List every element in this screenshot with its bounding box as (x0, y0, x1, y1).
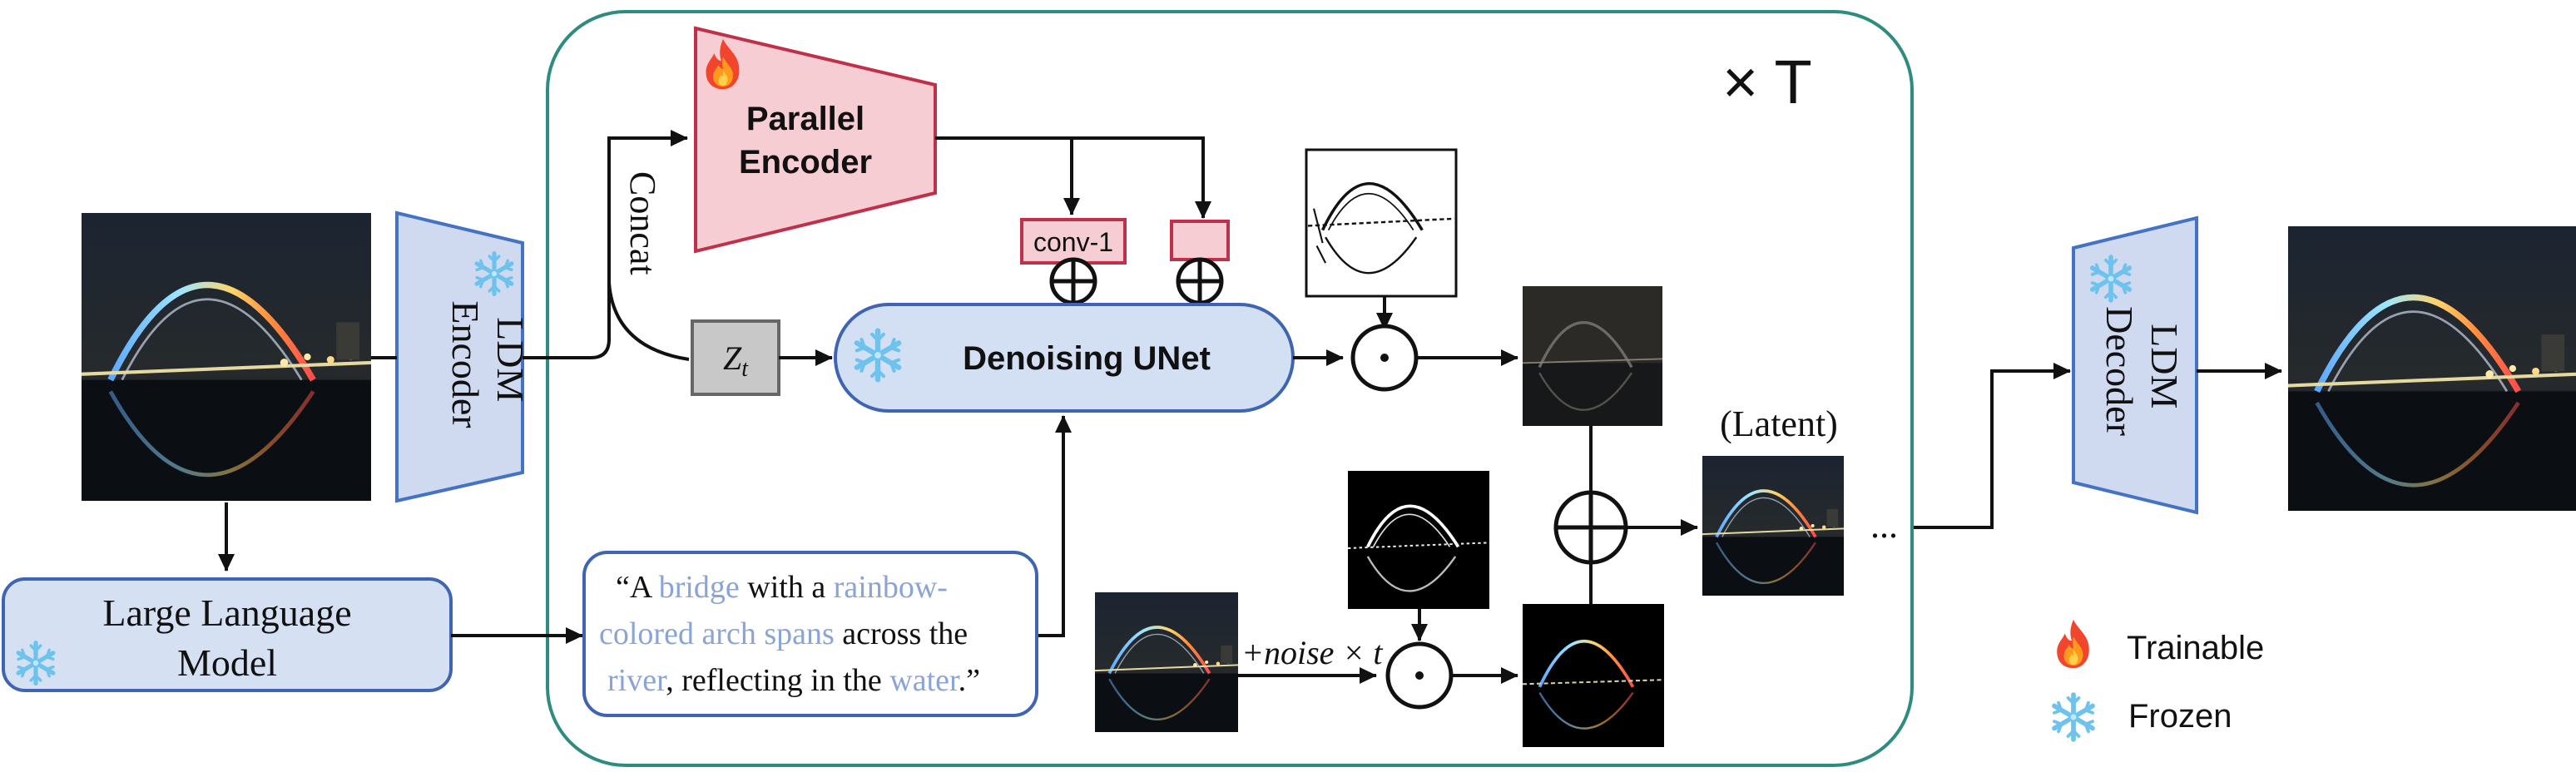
prompt-line2: colored arch spans across the (599, 616, 968, 651)
latent-label: (Latent) (1720, 403, 1838, 444)
noisy-input-image (1095, 592, 1238, 732)
ldm-encoder-trapezoid (395, 210, 524, 503)
zt-box (691, 319, 780, 396)
zt-label: Zt (723, 339, 749, 382)
prompt-line1: “A bridge with a rainbow- (616, 570, 948, 605)
repeat-label: × T (1722, 47, 1812, 116)
parallel-encoder (694, 26, 937, 254)
mask-image-black (1348, 471, 1489, 609)
masked-noisy-image (1523, 604, 1664, 747)
conv-1-box (1020, 218, 1127, 265)
mask-image-white (1308, 151, 1454, 294)
parallel-encoder-line2: Encoder (739, 144, 872, 181)
multiply-circle (1385, 641, 1454, 710)
legend-frozen: Frozen (2128, 698, 2232, 735)
legend-trainable: Trainable (2127, 630, 2264, 666)
zero-module-box (1170, 220, 1230, 261)
input-image (82, 213, 371, 501)
parallel-encoder-line1: Parallel (746, 101, 864, 137)
ldm-encoder-label: LDM Encoder (444, 300, 532, 428)
fire-icon (2057, 619, 2089, 669)
add-circle (1553, 490, 1628, 565)
snowflake-icon (2054, 695, 2093, 740)
ldm-decoder-label: LDM Decoder (2098, 306, 2186, 436)
latent-image (1702, 456, 1844, 596)
concat-label: Concat (622, 171, 663, 275)
llm-label-line1: Large Language (102, 591, 351, 634)
unet-label: Denoising UNet (963, 340, 1211, 377)
masked-prediction-image (1523, 286, 1662, 426)
ldm-decoder-trapezoid (2072, 215, 2198, 515)
conv-1-label: conv-1 (1033, 227, 1113, 257)
denoising-loop-box (546, 10, 1914, 767)
add-circle (1049, 257, 1097, 305)
add-circle (1176, 257, 1224, 305)
llm-label-line2: Model (177, 641, 277, 684)
multiply-circle (1350, 324, 1419, 392)
noise-label: +noise × t (1241, 634, 1383, 671)
prompt-line3: river, reflecting in the water.” (607, 663, 980, 698)
prompt-box (582, 551, 1038, 717)
output-image (2288, 226, 2576, 511)
ellipsis: ... (1870, 505, 1898, 546)
